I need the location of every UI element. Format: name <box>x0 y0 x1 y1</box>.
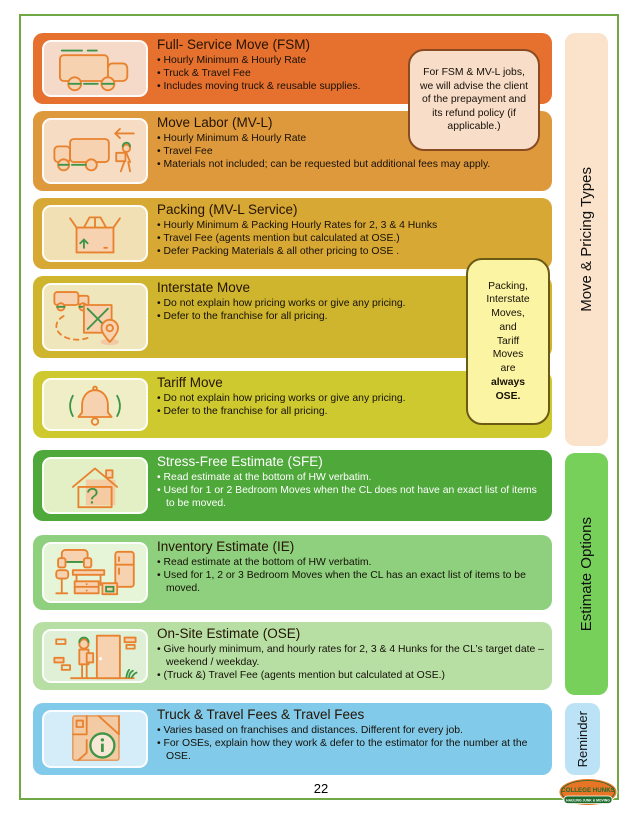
bullet-item: Includes moving truck & reusable supplie… <box>157 80 544 93</box>
bullet-item: For OSEs, explain how they work & defer … <box>157 737 544 763</box>
row-title: Packing (MV-L Service) <box>157 202 298 217</box>
ose-note-line: are <box>500 363 516 375</box>
logo-text-line1: COLLEGE HUNKS <box>561 787 615 794</box>
row-title: Truck & Travel Fees & Travel Fees <box>157 707 365 722</box>
bullet-item: Hourly Minimum & Packing Hourly Rates fo… <box>157 219 544 232</box>
bullet-list: Hourly Minimum & Packing Hourly Rates fo… <box>157 219 544 258</box>
always-ose-callout: Packing, Interstate Moves, and Tariff Mo… <box>466 258 550 425</box>
bell-icon <box>42 378 148 431</box>
row-interstate-move: Interstate Move Do not explain how prici… <box>33 276 552 358</box>
row-inventory-estimate: Inventory Estimate (IE) Read estimate at… <box>33 535 552 610</box>
bullet-item: Hourly Minimum & Hourly Rate <box>157 54 544 67</box>
map-route-pin-icon <box>42 283 148 351</box>
prepayment-note-callout: For FSM & MV-L jobs, we will advise the … <box>408 49 540 151</box>
bullet-item: Defer to the franchise for all pricing. <box>157 310 544 323</box>
packing-box-icon <box>42 205 148 262</box>
bullet-item: (Truck &) Travel Fee (agents mention but… <box>157 669 544 682</box>
bullet-item: Defer Packing Materials & all other pric… <box>157 245 544 258</box>
bullet-item: Materials not included; can be requested… <box>157 158 544 171</box>
row-title: Interstate Move <box>157 280 251 295</box>
ose-note-bold-line: OSE. <box>495 390 521 402</box>
furniture-icon <box>42 542 148 603</box>
row-truck-travel-fees: Truck & Travel Fees & Travel Fees Varies… <box>33 703 552 775</box>
section-label-move-pricing-types: Move & Pricing Types <box>565 33 608 446</box>
labor-truck-icon <box>42 118 148 184</box>
logo-text-line2: HAULING JUNK & MOVING <box>566 798 610 802</box>
prepayment-note-text: For FSM & MV-L jobs, we will advise the … <box>420 67 528 133</box>
svg-text:?: ? <box>86 483 98 508</box>
ose-note-line: Moves <box>492 349 524 361</box>
section-label-reminder: Reminder <box>565 703 600 775</box>
ose-note-line: Interstate <box>486 294 530 306</box>
ose-note-line: Moves, <box>491 308 525 320</box>
bullet-item: Do not explain how pricing works or give… <box>157 297 544 310</box>
bullet-item: Read estimate at the bottom of HW verbat… <box>157 471 544 484</box>
row-title: Move Labor (MV-L) <box>157 115 273 130</box>
college-hunks-logo: COLLEGE HUNKS HAULING JUNK & MOVING <box>558 777 620 813</box>
bullet-item: Hourly Minimum & Hourly Rate <box>157 132 544 145</box>
row-title: On-Site Estimate (OSE) <box>157 626 301 641</box>
moving-truck-icon <box>42 40 148 97</box>
bullet-item: Travel Fee <box>157 145 544 158</box>
row-title: Inventory Estimate (IE) <box>157 539 295 554</box>
bullet-item: Truck & Travel Fee <box>157 67 544 80</box>
row-on-site-estimate: On-Site Estimate (OSE) Give hourly minim… <box>33 622 552 690</box>
bullet-list: Varies based on franchises and distances… <box>157 724 544 763</box>
ose-note-line: and <box>499 321 517 333</box>
bullet-item: Travel Fee (agents mention but calculate… <box>157 232 544 245</box>
bullet-list: Do not explain how pricing works or give… <box>157 297 544 323</box>
bullet-list: Do not explain how pricing works or give… <box>157 392 544 418</box>
bullet-item: Read estimate at the bottom of HW verbat… <box>157 556 544 569</box>
ose-note-bold-line: always <box>490 376 526 388</box>
row-packing: Packing (MV-L Service) Hourly Minimum & … <box>33 198 552 269</box>
estimator-door-icon <box>42 629 148 683</box>
row-title: Stress-Free Estimate (SFE) <box>157 454 323 469</box>
ose-note-line: Tariff <box>496 335 520 347</box>
bullet-item: Give hourly minimum, and hourly rates fo… <box>157 643 544 669</box>
house-question-icon: ? <box>42 457 148 514</box>
bullet-item: Do not explain how pricing works or give… <box>157 392 544 405</box>
map-info-icon <box>42 710 148 768</box>
ose-note-line: Packing, <box>488 280 528 292</box>
page-number: 22 <box>313 781 329 796</box>
bullet-list: Read estimate at the bottom of HW verbat… <box>157 471 544 510</box>
bullet-list: Give hourly minimum, and hourly rates fo… <box>157 643 544 682</box>
section-label-estimate-options: Estimate Options <box>565 453 608 695</box>
page-border-frame <box>19 14 619 800</box>
row-tariff-move: Tariff Move Do not explain how pricing w… <box>33 371 552 438</box>
bullet-list: Hourly Minimum & Hourly Rate Travel Fee … <box>157 132 544 171</box>
row-stress-free-estimate: ? Stress-Free Estimate (SFE) Read estima… <box>33 450 552 521</box>
bullet-item: Used for 1, 2 or 3 Bedroom Moves when th… <box>157 569 544 595</box>
row-title: Tariff Move <box>157 375 223 390</box>
bullet-item: Defer to the franchise for all pricing. <box>157 405 544 418</box>
bullet-list: Read estimate at the bottom of HW verbat… <box>157 556 544 595</box>
row-title: Full- Service Move (FSM) <box>157 37 311 52</box>
bullet-item: Varies based on franchises and distances… <box>157 724 544 737</box>
bullet-list: Hourly Minimum & Hourly Rate Truck & Tra… <box>157 54 544 93</box>
bullet-item: Used for 1 or 2 Bedroom Moves when the C… <box>157 484 544 510</box>
